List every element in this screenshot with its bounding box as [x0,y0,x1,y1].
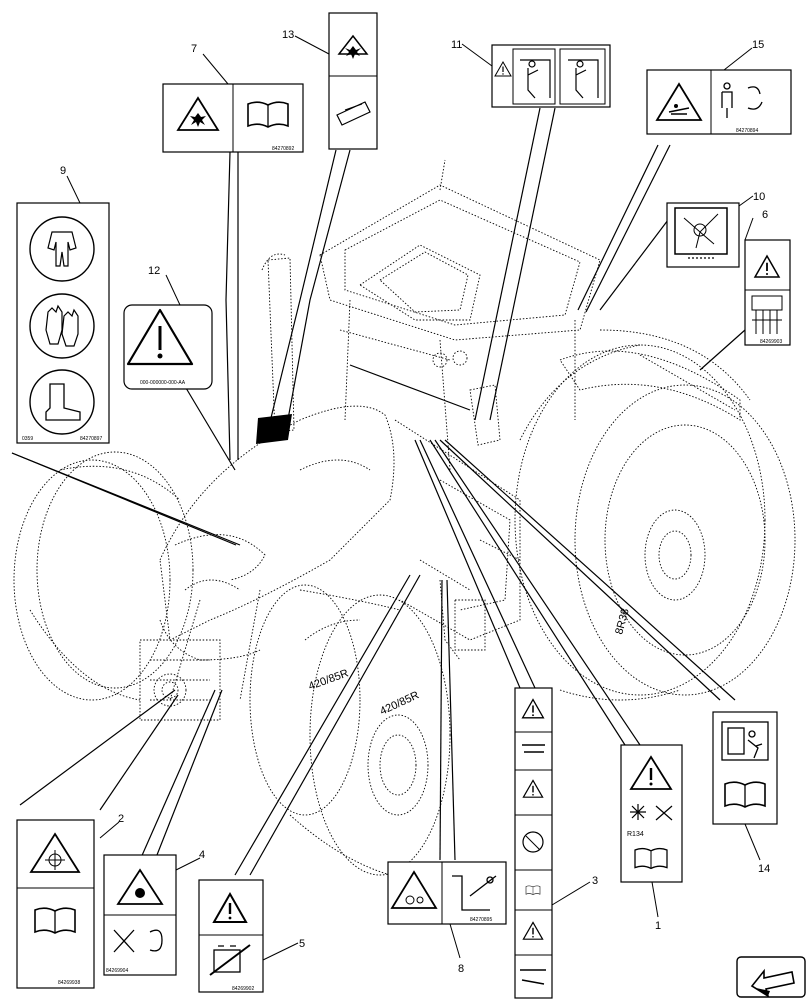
callout-5: 5 [299,938,305,950]
decal-2-part: 84269938 [58,980,80,986]
refrigerant-label: R134 [627,831,644,838]
decal-4-part: 84269904 [106,968,128,974]
ac-service-icon [630,804,673,821]
no-touch-icon [113,929,163,953]
decal-8: 84270895 [387,861,507,925]
decal-6: 84269903 [744,239,791,346]
callout-15: 15 [752,39,764,51]
rotating-arrow-icon [747,86,763,110]
decal-7: 84270892 [162,83,304,153]
decal-9: 0359 84270897 [16,202,110,444]
pressure-hazard-icon [336,101,371,126]
decal-14 [712,711,778,825]
decal-10 [666,202,740,268]
coverall-icon [29,216,95,282]
decal-4: 84269904 [103,854,177,976]
rear-fender [559,329,751,421]
explosion-icon [337,34,369,59]
right-front-tire [249,584,451,876]
right-rear-tire [514,344,796,701]
person-icon [721,82,733,118]
callout-14: 14 [758,863,770,875]
boot-icon [29,369,95,435]
decal-8-part: 84270895 [470,917,492,923]
callout-11: 11 [451,39,462,51]
callout-numbers [66,35,761,961]
crush-warning-icon [655,82,703,121]
callout-13: 13 [282,29,294,41]
front-grille [139,639,221,721]
decal-12: 000-000000-000-AA [123,304,213,390]
decal-5-part: 84269902 [232,986,254,992]
front-tire-text-b: 420/85R [378,689,421,717]
exhaust-stack [261,253,295,433]
callout-4: 4 [199,849,205,861]
decal-1: R134 [620,744,683,883]
callout-8: 8 [458,963,464,975]
hood [159,405,395,701]
callout-12: 12 [148,265,160,277]
fan-warning-icon [29,832,81,873]
decal-5: 84269902 [198,879,264,993]
decal-3 [514,687,553,999]
back-arrow-button[interactable] [736,956,806,998]
hood-decal-marker [256,414,292,444]
decal-7-part: 84270892 [272,146,294,152]
decal-15-part: 84270894 [736,128,758,134]
cab [319,159,601,471]
decal-12-part: 000-000000-000-AA [140,380,186,386]
warning-triangle-icon [126,308,194,366]
cab-entry-icon [520,59,599,99]
callout-7: 7 [191,43,197,55]
decal-6-part: 84269903 [760,339,782,345]
decal-13 [328,12,378,150]
rollover-warning-icon [390,870,438,909]
emergency-exit-icon [721,721,769,761]
decal-2: 84269938 [16,819,95,989]
callout-3: 3 [592,875,598,887]
decal-9-part: 84270897 [80,436,102,442]
left-front-tire [13,451,194,701]
battery-icon [209,944,251,976]
decal-9-code: 0359 [22,436,33,442]
callout-6: 6 [762,209,768,221]
explosion-warning-icon [176,96,220,131]
leader-lines [11,107,746,876]
callout-10: 10 [753,191,765,203]
heat-warning-icon [116,868,164,905]
decal-11 [491,44,611,108]
seatbelt-icon [452,875,497,911]
callout-1: 1 [655,920,661,932]
warning-triangle-icon [629,755,673,790]
tractor-drawing [13,159,796,876]
glass-break-icon [683,213,719,249]
decal-15: 84270894 [646,69,792,135]
callout-9: 9 [60,165,66,177]
entanglement-icon [751,295,783,334]
callout-2: 2 [118,813,124,825]
